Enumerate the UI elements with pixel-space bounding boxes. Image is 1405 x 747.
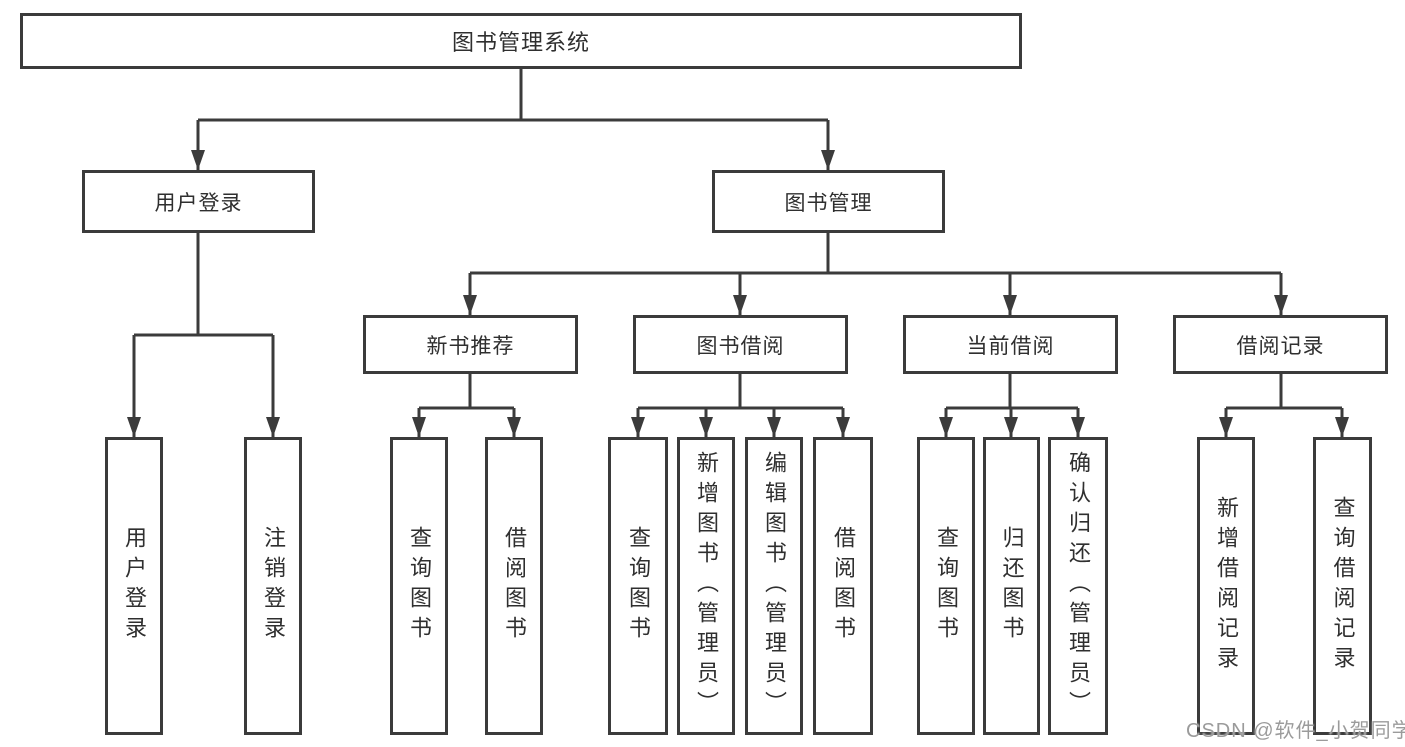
node-root-system: 图书管理系统 bbox=[20, 13, 1022, 69]
node-borrow-records: 借阅记录 bbox=[1173, 315, 1388, 374]
csdn-watermark: CSDN @软件_小贺同学 bbox=[1186, 720, 1405, 742]
node-new-book-recommend: 新书推荐 bbox=[363, 315, 578, 374]
leaf-recommend-borrow-books: 借阅图书 bbox=[485, 437, 543, 735]
node-book-borrow: 图书借阅 bbox=[633, 315, 848, 374]
leaf-records-query-record: 查询借阅记录 bbox=[1313, 437, 1372, 735]
leaf-borrow-query-books: 查询图书 bbox=[608, 437, 668, 735]
leaf-current-query-books: 查询图书 bbox=[917, 437, 975, 735]
leaf-user-login: 用户登录 bbox=[105, 437, 163, 735]
leaf-current-confirm-return-admin: 确认归还（管理员） bbox=[1048, 437, 1108, 735]
node-book-management: 图书管理 bbox=[712, 170, 945, 233]
leaf-borrow-borrow-books: 借阅图书 bbox=[813, 437, 873, 735]
leaf-recommend-query-books: 查询图书 bbox=[390, 437, 448, 735]
leaf-records-add-record: 新增借阅记录 bbox=[1197, 437, 1255, 735]
leaf-current-return-books: 归还图书 bbox=[983, 437, 1040, 735]
node-user-login: 用户登录 bbox=[82, 170, 315, 233]
leaf-logout-login: 注销登录 bbox=[244, 437, 302, 735]
leaf-borrow-edit-books-admin: 编辑图书（管理员） bbox=[745, 437, 803, 735]
node-current-borrow: 当前借阅 bbox=[903, 315, 1118, 374]
leaf-borrow-add-books-admin: 新增图书（管理员） bbox=[677, 437, 735, 735]
